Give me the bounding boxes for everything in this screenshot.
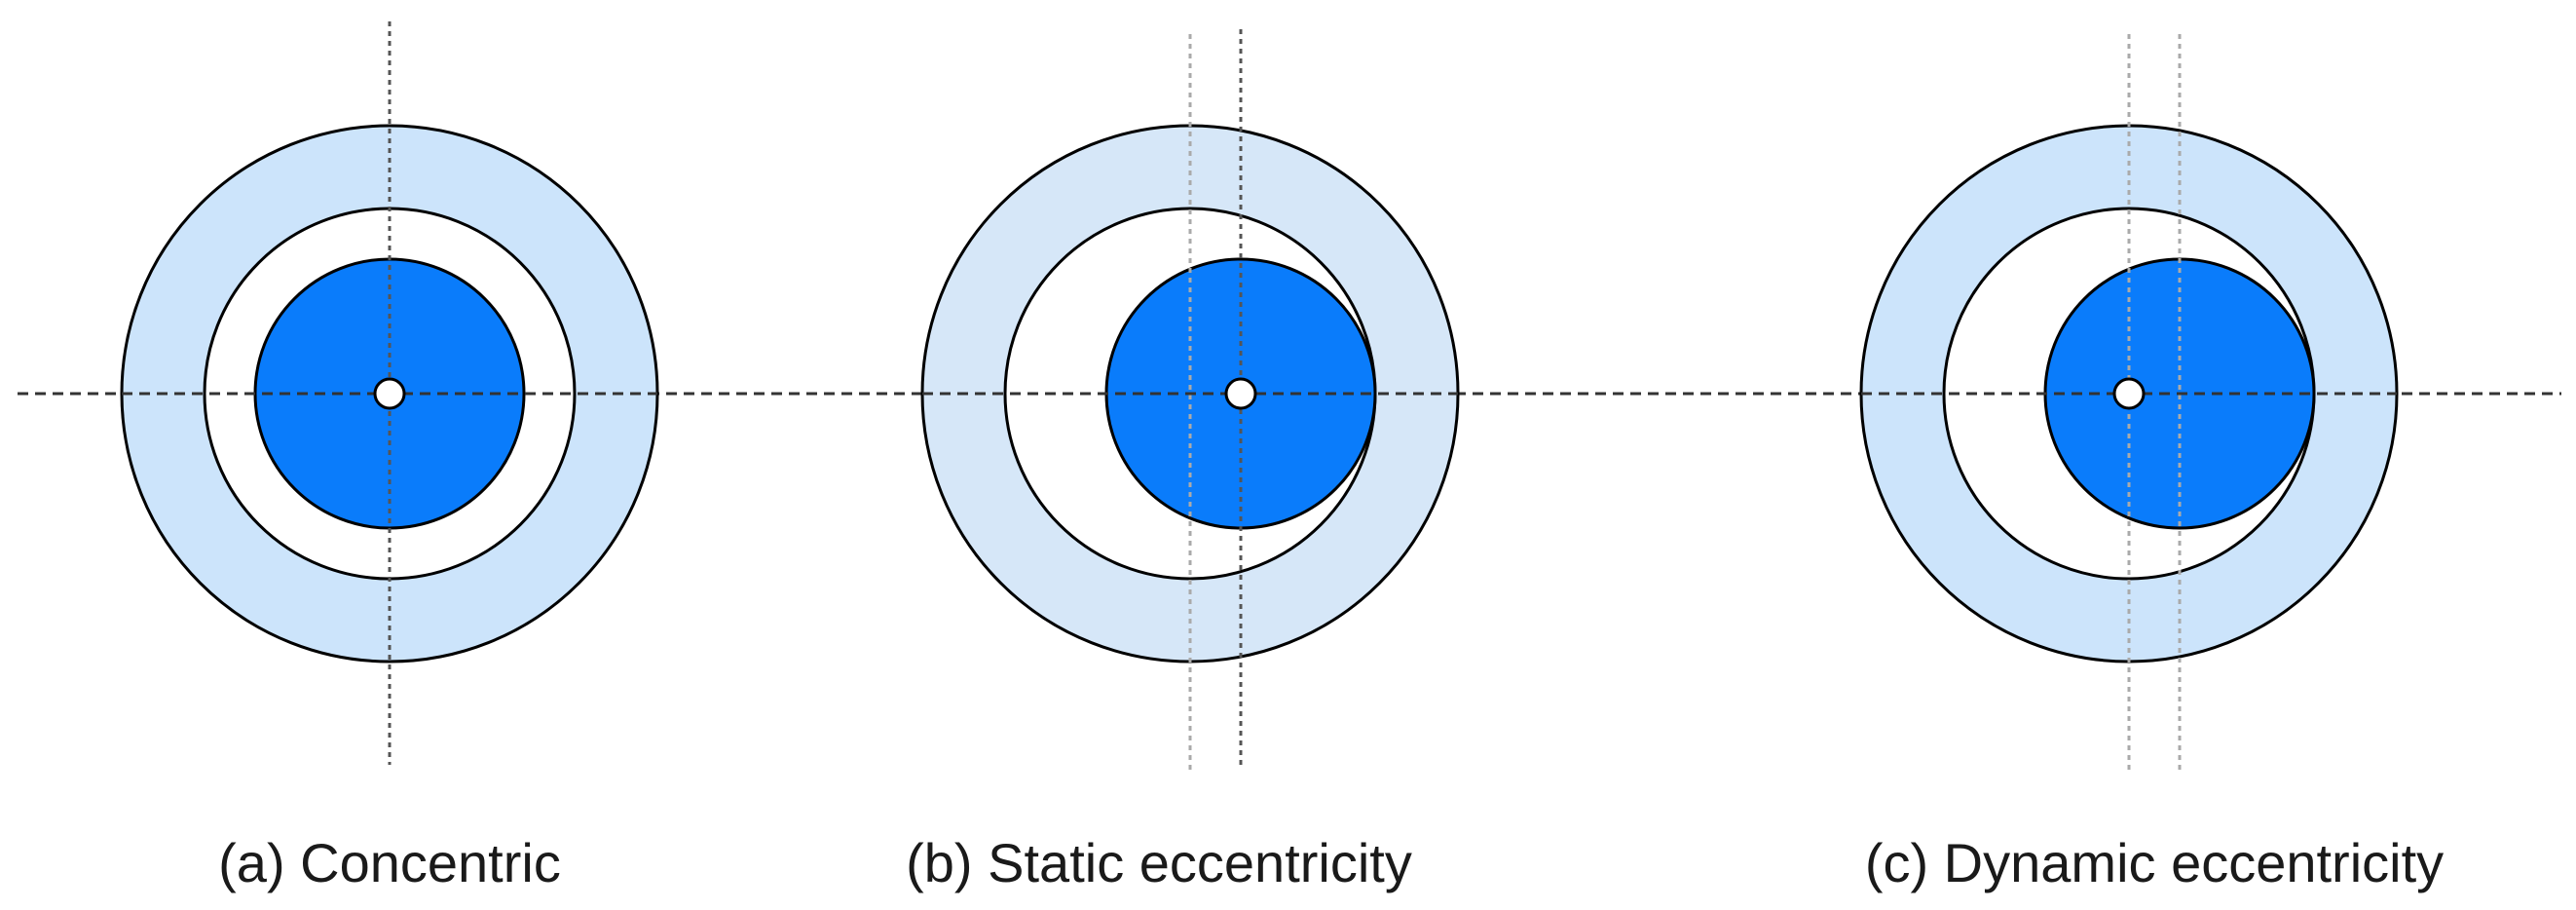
caption-concentric: (a) Concentric	[218, 832, 561, 893]
shaft-center-dot	[373, 377, 406, 410]
caption-dynamic-eccentricity: (c) Dynamic eccentricity	[1865, 832, 2444, 893]
panel-static-eccentricity: (b) Static eccentricity	[906, 29, 1460, 893]
panel-dynamic-eccentricity: (c) Dynamic eccentricity	[1859, 34, 2444, 893]
shaft-center-dot	[1224, 377, 1257, 410]
caption-static-eccentricity: (b) Static eccentricity	[906, 832, 1412, 893]
shaft-center-dot	[2112, 377, 2146, 410]
panel-concentric: (a) Concentric	[120, 21, 659, 893]
